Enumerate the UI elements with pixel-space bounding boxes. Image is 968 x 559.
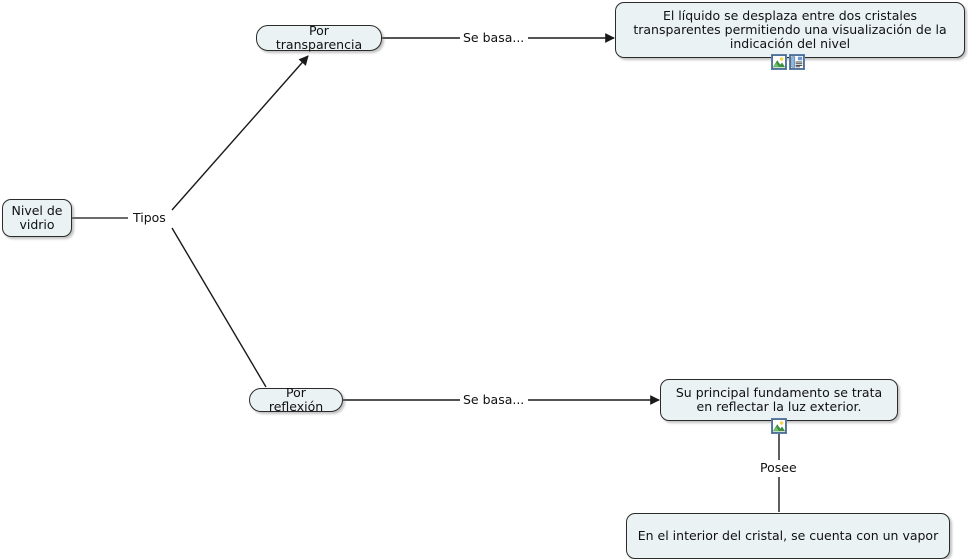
edge-label-tipos[interactable]: Tipos	[131, 211, 168, 225]
note-resource-icon[interactable]	[789, 54, 805, 70]
node-por-reflexion[interactable]: Por reflexión	[249, 385, 343, 414]
node-nivel-de-vidrio[interactable]: Nivel de vidrio	[2, 199, 72, 237]
node-label: Su principal fundamento se trata en refl…	[675, 385, 883, 414]
node-reflexion-descripcion[interactable]: Su principal fundamento se trata en refl…	[660, 379, 898, 421]
edge-tipos-to-transparencia	[171, 55, 309, 211]
edge-label-text: Se basa...	[463, 30, 525, 45]
edge-label-se-basa-transparencia[interactable]: Se basa...	[461, 30, 527, 45]
edge-label-se-basa-reflexion[interactable]: Se basa...	[461, 392, 527, 407]
node-label: Por transparencia	[275, 23, 363, 52]
resource-icons-transparencia	[771, 54, 805, 70]
edge-label-text: Se basa...	[463, 392, 525, 407]
node-label: En el interior del cristal, se cuenta co…	[637, 528, 939, 543]
node-transparencia-descripcion[interactable]: El líquido se desplaza entre dos cristal…	[615, 2, 965, 58]
edge-tipos-to-reflexion	[171, 227, 267, 388]
edge-label-posee[interactable]: Posee	[758, 461, 799, 475]
node-label: Por reflexión	[268, 385, 324, 414]
edge-label-text: Posee	[760, 460, 797, 475]
node-label: Nivel de vidrio	[11, 203, 63, 232]
node-por-transparencia[interactable]: Por transparencia	[256, 23, 382, 52]
edge-label-text: Tipos	[133, 210, 166, 225]
node-vapor-descripcion[interactable]: En el interior del cristal, se cuenta co…	[626, 513, 950, 559]
resource-icons-reflexion	[771, 418, 787, 434]
image-resource-icon[interactable]	[771, 54, 787, 70]
image-resource-icon[interactable]	[771, 418, 787, 434]
node-label: El líquido se desplaza entre dos cristal…	[633, 8, 947, 51]
